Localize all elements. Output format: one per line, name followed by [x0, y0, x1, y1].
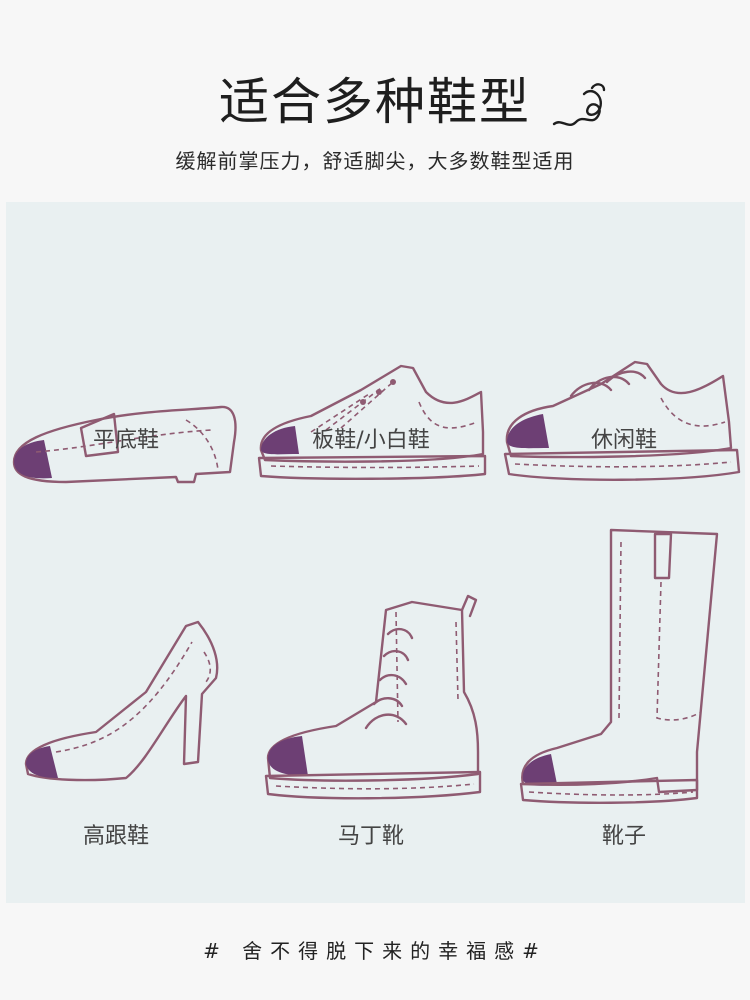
shoe-types-panel: 平底鞋 板鞋/小白鞋 休闲鞋 高跟鞋 马丁靴: [6, 202, 745, 903]
tall-boot-icon: [519, 528, 719, 804]
tall-boot-label: 靴子: [601, 824, 646, 849]
page-subtitle: 缓解前掌压力，舒适脚尖，大多数鞋型适用: [175, 149, 575, 173]
swirl-decoration-icon: [552, 83, 606, 127]
flat-shoe-icon: [12, 405, 237, 484]
high-heel-label: 高跟鞋: [82, 824, 149, 849]
casual-shoe-icon: [503, 360, 741, 481]
casual-shoe-label: 休闲鞋: [590, 428, 657, 453]
sneaker-label: 板鞋/小白鞋: [312, 428, 430, 453]
footer-slogan: # 舍不得脱下来的幸福感#: [203, 939, 547, 963]
page-title: 适合多种鞋型: [219, 73, 531, 131]
sneaker-icon: [257, 364, 487, 480]
high-heel-icon: [24, 620, 219, 782]
flat-shoe-label: 平底鞋: [92, 428, 159, 453]
martin-boot-label: 马丁靴: [337, 824, 404, 849]
martin-boot-icon: [264, 594, 482, 800]
